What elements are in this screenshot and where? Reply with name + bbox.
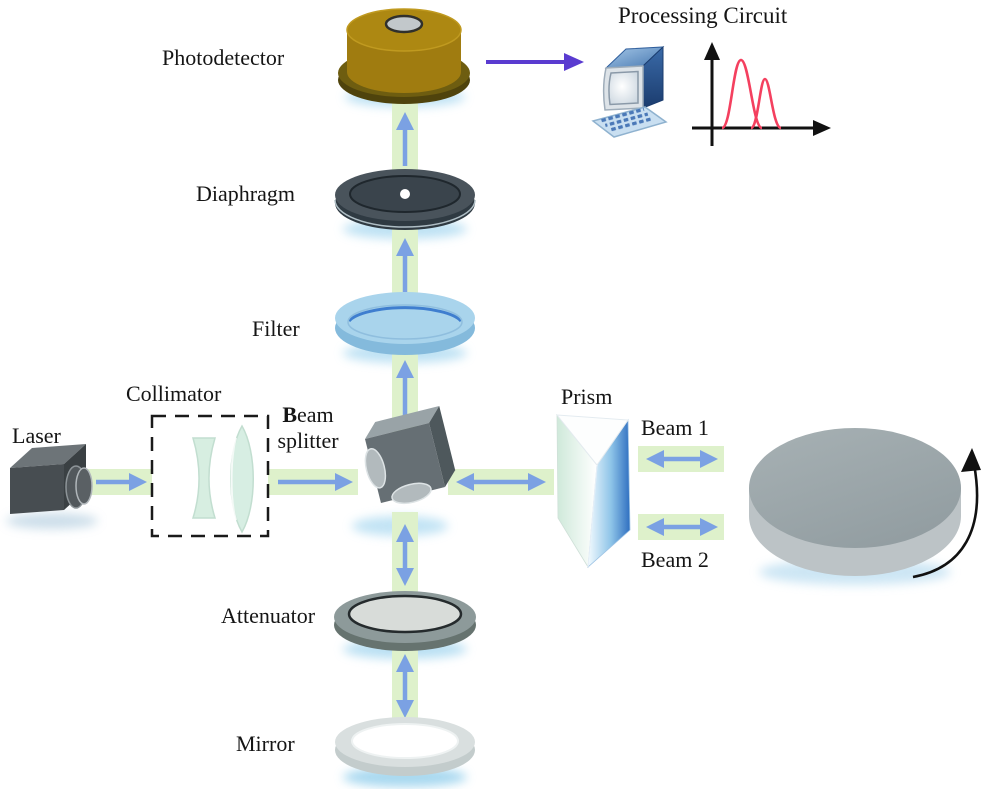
- collimator-box: [150, 414, 270, 538]
- beam-splitter-cube: [364, 406, 456, 505]
- label-photodetector: Photodetector: [162, 45, 285, 70]
- rotating-disc: [749, 428, 981, 579]
- label-prism: Prism: [561, 384, 613, 409]
- computer-icon: [591, 45, 668, 138]
- label-beam-splitter: Beam splitter: [264, 402, 352, 455]
- laser-device: [10, 444, 93, 514]
- label-diaphragm: Diaphragm: [196, 181, 295, 206]
- pinhole: [400, 189, 410, 199]
- spectrum-peak-large: [720, 58, 763, 130]
- diaphragm-disc: [334, 169, 476, 230]
- rotation-arrow: [912, 463, 979, 579]
- label-beam2: Beam 2: [641, 547, 709, 572]
- label-filter: Filter: [252, 316, 300, 341]
- label-laser: Laser: [12, 423, 61, 448]
- mirror-disc: [335, 717, 475, 776]
- detector-aperture: [384, 14, 424, 34]
- beam-arrows: [96, 112, 718, 718]
- label-collimator: Collimator: [126, 381, 222, 406]
- photodetector-device: [338, 8, 470, 104]
- attenuator-disc: [334, 591, 476, 651]
- prism-shape: [555, 413, 631, 569]
- label-beam-splitter-line1: Beam: [282, 402, 334, 427]
- label-processing-circuit: Processing Circuit: [618, 3, 788, 28]
- label-beam-splitter-line2: splitter: [277, 428, 339, 454]
- concave-lens: [191, 437, 217, 519]
- label-beam1: Beam 1: [641, 415, 709, 440]
- filter-disc: [335, 292, 475, 355]
- signal-arrow: [486, 53, 584, 71]
- label-mirror: Mirror: [236, 731, 295, 756]
- label-attenuator: Attenuator: [221, 603, 316, 628]
- spectrum-peak-small: [749, 77, 783, 130]
- spectrum-plot: [692, 42, 831, 146]
